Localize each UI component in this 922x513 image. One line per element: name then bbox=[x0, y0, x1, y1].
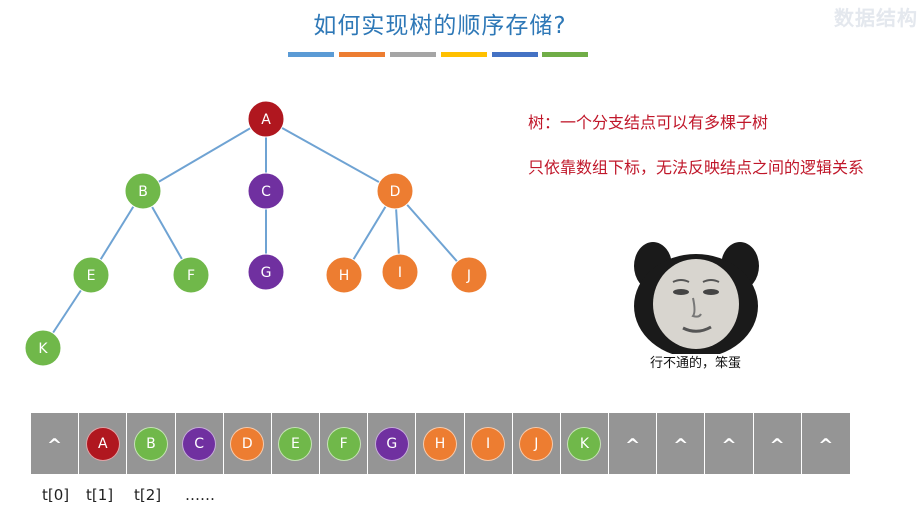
tree-node-label: I bbox=[398, 265, 402, 281]
tree-node-E: E bbox=[72, 256, 110, 294]
tree-node-label: F bbox=[187, 268, 195, 284]
tree-node-label: D bbox=[390, 184, 401, 200]
watermark: 数据结构 bbox=[834, 6, 918, 30]
panda-face-icon bbox=[634, 242, 759, 354]
tree-node-circle bbox=[72, 256, 110, 294]
tree-node-label: A bbox=[261, 112, 271, 128]
array-cell-16: ^ bbox=[802, 413, 850, 474]
null-marker: ^ bbox=[47, 435, 63, 456]
title-color-bar bbox=[492, 52, 538, 57]
array-cell-1: A bbox=[79, 413, 128, 474]
null-marker: ^ bbox=[769, 435, 785, 456]
array-node-G: G bbox=[374, 426, 409, 461]
null-marker: ^ bbox=[673, 435, 689, 456]
tree-node-A: A bbox=[247, 100, 285, 138]
array-node-E: E bbox=[278, 426, 313, 461]
tree-edges bbox=[42, 118, 470, 349]
array-node-B: B bbox=[133, 426, 168, 461]
title-color-bars bbox=[288, 52, 588, 57]
note-array-limitation-text: 只依靠数组下标，无法反映结点之间的逻辑关系 bbox=[528, 158, 865, 177]
title-color-bar bbox=[441, 52, 487, 57]
note-array-limitation: 只依靠数组下标，无法反映结点之间的逻辑关系 bbox=[528, 156, 878, 180]
index-label-ellipsis: …… bbox=[185, 486, 215, 504]
array-cell-14: ^ bbox=[705, 413, 754, 474]
array-node-C: C bbox=[182, 426, 217, 461]
null-marker: ^ bbox=[721, 435, 737, 456]
tree-node-G: G bbox=[247, 253, 285, 291]
tree-edge-A-B bbox=[142, 118, 267, 192]
tree-node-label: H bbox=[339, 268, 350, 284]
tree-edge-A-D bbox=[265, 118, 396, 192]
array-node-D: D bbox=[230, 426, 265, 461]
title-color-bar bbox=[339, 52, 385, 57]
array-cell-3: C bbox=[176, 413, 224, 474]
tree-node-F: F bbox=[172, 256, 210, 294]
tree-node-circle bbox=[376, 172, 414, 210]
tree-node-circle bbox=[325, 256, 363, 294]
tree-nodes: A B C D E F G H I J K bbox=[24, 100, 488, 367]
tree-node-label: J bbox=[466, 268, 471, 284]
title-color-bar bbox=[288, 52, 334, 57]
tree-node-circle bbox=[247, 100, 285, 138]
tree-node-I: I bbox=[381, 253, 419, 291]
tree-node-circle bbox=[381, 253, 419, 291]
tree-node-label: C bbox=[261, 184, 271, 200]
tree-node-C: C bbox=[247, 172, 285, 210]
tree-node-circle bbox=[247, 172, 285, 210]
tree-node-label: K bbox=[38, 341, 48, 357]
tree-node-J: J bbox=[450, 256, 488, 294]
array-cell-4: D bbox=[224, 413, 272, 474]
tree-node-label: E bbox=[87, 268, 96, 284]
array-cell-11: K bbox=[561, 413, 610, 474]
array-cell-15: ^ bbox=[754, 413, 802, 474]
array-cell-12: ^ bbox=[609, 413, 658, 474]
array-cell-2: B bbox=[127, 413, 176, 474]
note-tree-definition-text: 树：一个分支结点可以有多棵子树 bbox=[528, 113, 769, 132]
tree-node-circle bbox=[24, 329, 62, 367]
array-cell-0: ^ bbox=[31, 413, 80, 474]
panda-meme-image: 行不通的，笨蛋 bbox=[627, 236, 764, 371]
array-cell-13: ^ bbox=[657, 413, 706, 474]
tree-node-circle bbox=[124, 172, 162, 210]
array-cell-8: H bbox=[416, 413, 465, 474]
title-color-bar bbox=[542, 52, 588, 57]
tree-node-D: D bbox=[376, 172, 414, 210]
array-node-H: H bbox=[422, 426, 457, 461]
array-node-I: I bbox=[471, 426, 506, 461]
null-marker: ^ bbox=[818, 435, 834, 456]
tree-node-H: H bbox=[325, 256, 363, 294]
array-node-F: F bbox=[326, 426, 361, 461]
tree-diagram: A B C D E F G H I J K bbox=[24, 100, 488, 367]
tree-node-circle bbox=[450, 256, 488, 294]
tree-node-label: G bbox=[261, 265, 272, 281]
index-label-t0: t[0] bbox=[42, 486, 70, 504]
tree-node-K: K bbox=[24, 329, 62, 367]
array-cell-7: G bbox=[368, 413, 417, 474]
slide-title: 如何实现树的顺序存储? bbox=[313, 13, 567, 39]
array-node-K: K bbox=[567, 426, 602, 461]
tree-node-label: B bbox=[138, 184, 148, 200]
tree-node-B: B bbox=[124, 172, 162, 210]
index-label-t1: t[1] bbox=[86, 486, 114, 504]
array-cell-6: F bbox=[320, 413, 369, 474]
meme-caption: 行不通的，笨蛋 bbox=[649, 356, 741, 371]
array-node-J: J bbox=[519, 426, 554, 461]
note-tree-definition: 树：一个分支结点可以有多棵子树 bbox=[528, 111, 878, 135]
tree-node-circle bbox=[247, 253, 285, 291]
tree-node-circle bbox=[172, 256, 210, 294]
array-node-A: A bbox=[85, 426, 120, 461]
null-marker: ^ bbox=[625, 435, 641, 456]
array-cell-5: E bbox=[272, 413, 321, 474]
index-label-t2: t[2] bbox=[134, 486, 162, 504]
array-cell-10: J bbox=[513, 413, 561, 474]
tree-edge-D-J bbox=[394, 190, 470, 276]
array-cell-9: I bbox=[465, 413, 513, 474]
title-color-bar bbox=[390, 52, 436, 57]
